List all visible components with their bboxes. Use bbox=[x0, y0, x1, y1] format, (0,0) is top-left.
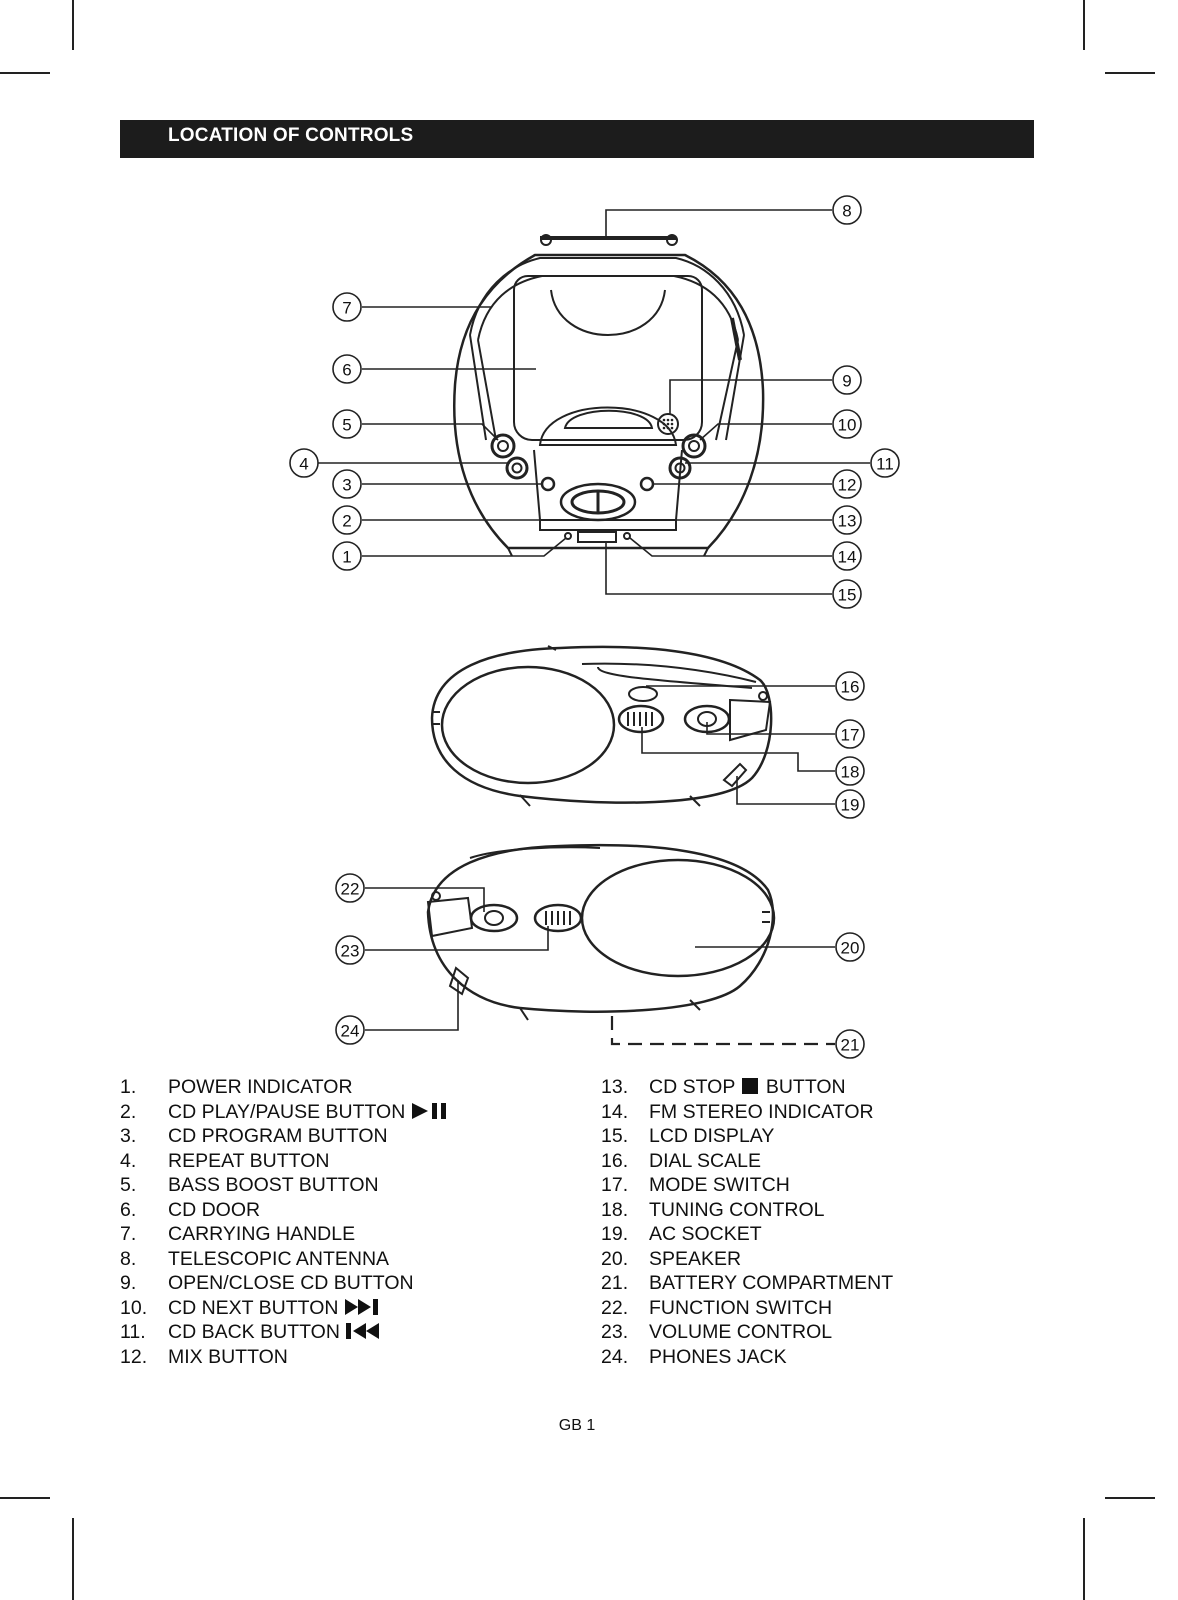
callout-12: 12 bbox=[838, 476, 857, 495]
leader-lines bbox=[318, 209, 870, 1046]
section-header: LOCATION OF CONTROLS bbox=[120, 120, 1034, 158]
callout-11: 11 bbox=[876, 455, 894, 474]
side-view-right bbox=[430, 645, 773, 807]
crop-mark bbox=[1105, 72, 1155, 74]
crop-mark bbox=[72, 1518, 74, 1600]
callout-8: 8 bbox=[842, 202, 851, 221]
front-view bbox=[453, 234, 765, 557]
callout-21: 21 bbox=[841, 1036, 860, 1055]
skip-back-icon bbox=[346, 1323, 380, 1339]
stop-square-icon bbox=[742, 1078, 759, 1094]
callout-2: 2 bbox=[342, 512, 351, 531]
crop-mark bbox=[1105, 1497, 1155, 1499]
page-footer: GB 1 bbox=[0, 1417, 1178, 1435]
callout-16: 16 bbox=[841, 678, 860, 697]
callout-17: 17 bbox=[841, 726, 860, 745]
callout-1: 1 bbox=[342, 548, 351, 567]
callout-3: 3 bbox=[342, 476, 351, 495]
crop-mark bbox=[0, 1497, 50, 1499]
crop-mark bbox=[1083, 1518, 1085, 1600]
callout-13: 13 bbox=[838, 512, 857, 531]
crop-mark bbox=[1083, 0, 1085, 50]
page-number: GB 1 bbox=[558, 1417, 596, 1434]
side-view-left bbox=[426, 843, 776, 1021]
crop-mark bbox=[0, 72, 50, 74]
callout-4: 4 bbox=[299, 455, 308, 474]
callout-22: 22 bbox=[341, 880, 360, 899]
callout-15: 15 bbox=[838, 586, 857, 605]
play-pause-icon bbox=[411, 1102, 446, 1119]
callout-18: 18 bbox=[841, 763, 860, 782]
callout-20: 20 bbox=[841, 939, 860, 958]
skip-next-icon bbox=[344, 1298, 378, 1315]
callout-9: 9 bbox=[842, 372, 851, 391]
callout-7: 7 bbox=[342, 299, 351, 318]
section-title: LOCATION OF CONTROLS bbox=[168, 125, 414, 146]
callout-5: 5 bbox=[342, 416, 351, 435]
callout-6: 6 bbox=[342, 361, 351, 380]
callout-24: 24 bbox=[341, 1022, 360, 1041]
callout-circles bbox=[289, 195, 900, 1059]
callout-23: 23 bbox=[341, 942, 360, 961]
crop-mark bbox=[72, 0, 74, 50]
callout-14: 14 bbox=[838, 548, 857, 567]
callout-numbers: 1 2 3 4 5 6 7 8 9 10 11 12 13 14 15 16 1… bbox=[299, 202, 894, 1055]
callout-10: 10 bbox=[838, 416, 857, 435]
callout-19: 19 bbox=[841, 796, 860, 815]
